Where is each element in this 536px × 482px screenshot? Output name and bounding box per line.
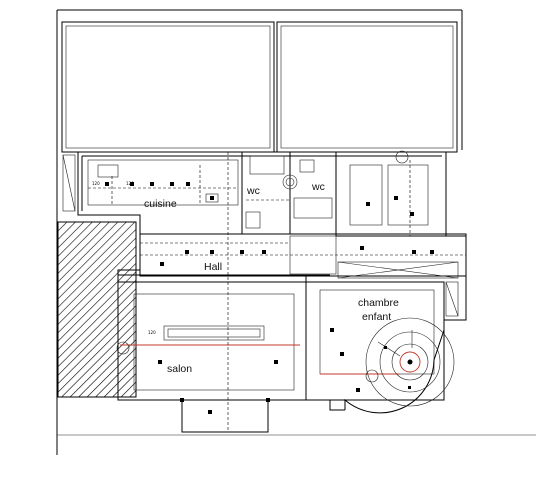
wc-right — [282, 151, 337, 235]
room-label-enfant: enfant — [362, 311, 391, 323]
room-label-chambre: chambre — [358, 297, 399, 309]
room-label-wc-right: wc — [311, 181, 325, 193]
round-bay — [344, 317, 455, 414]
terrace-right — [276, 21, 458, 153]
salon — [116, 281, 307, 432]
chambre-enfant — [305, 281, 445, 401]
hatched-area — [57, 221, 137, 398]
kitchen: 120 120 — [87, 159, 239, 206]
site-boundary — [56, 9, 536, 455]
room-label-hall: Hall — [204, 261, 222, 273]
room-label-salon: salon — [167, 363, 192, 375]
terrace-left — [61, 21, 275, 153]
dimension-tag: 120 — [148, 330, 156, 335]
room-label-wc-left: wc — [246, 185, 260, 197]
svg-text:120: 120 — [126, 181, 134, 186]
kitchen-window — [62, 154, 76, 212]
bedroom-upper — [335, 150, 447, 237]
svg-text:120: 120 — [92, 181, 100, 186]
side-window — [445, 281, 459, 317]
hall — [139, 233, 467, 279]
room-label-cuisine: cuisine — [144, 198, 177, 210]
